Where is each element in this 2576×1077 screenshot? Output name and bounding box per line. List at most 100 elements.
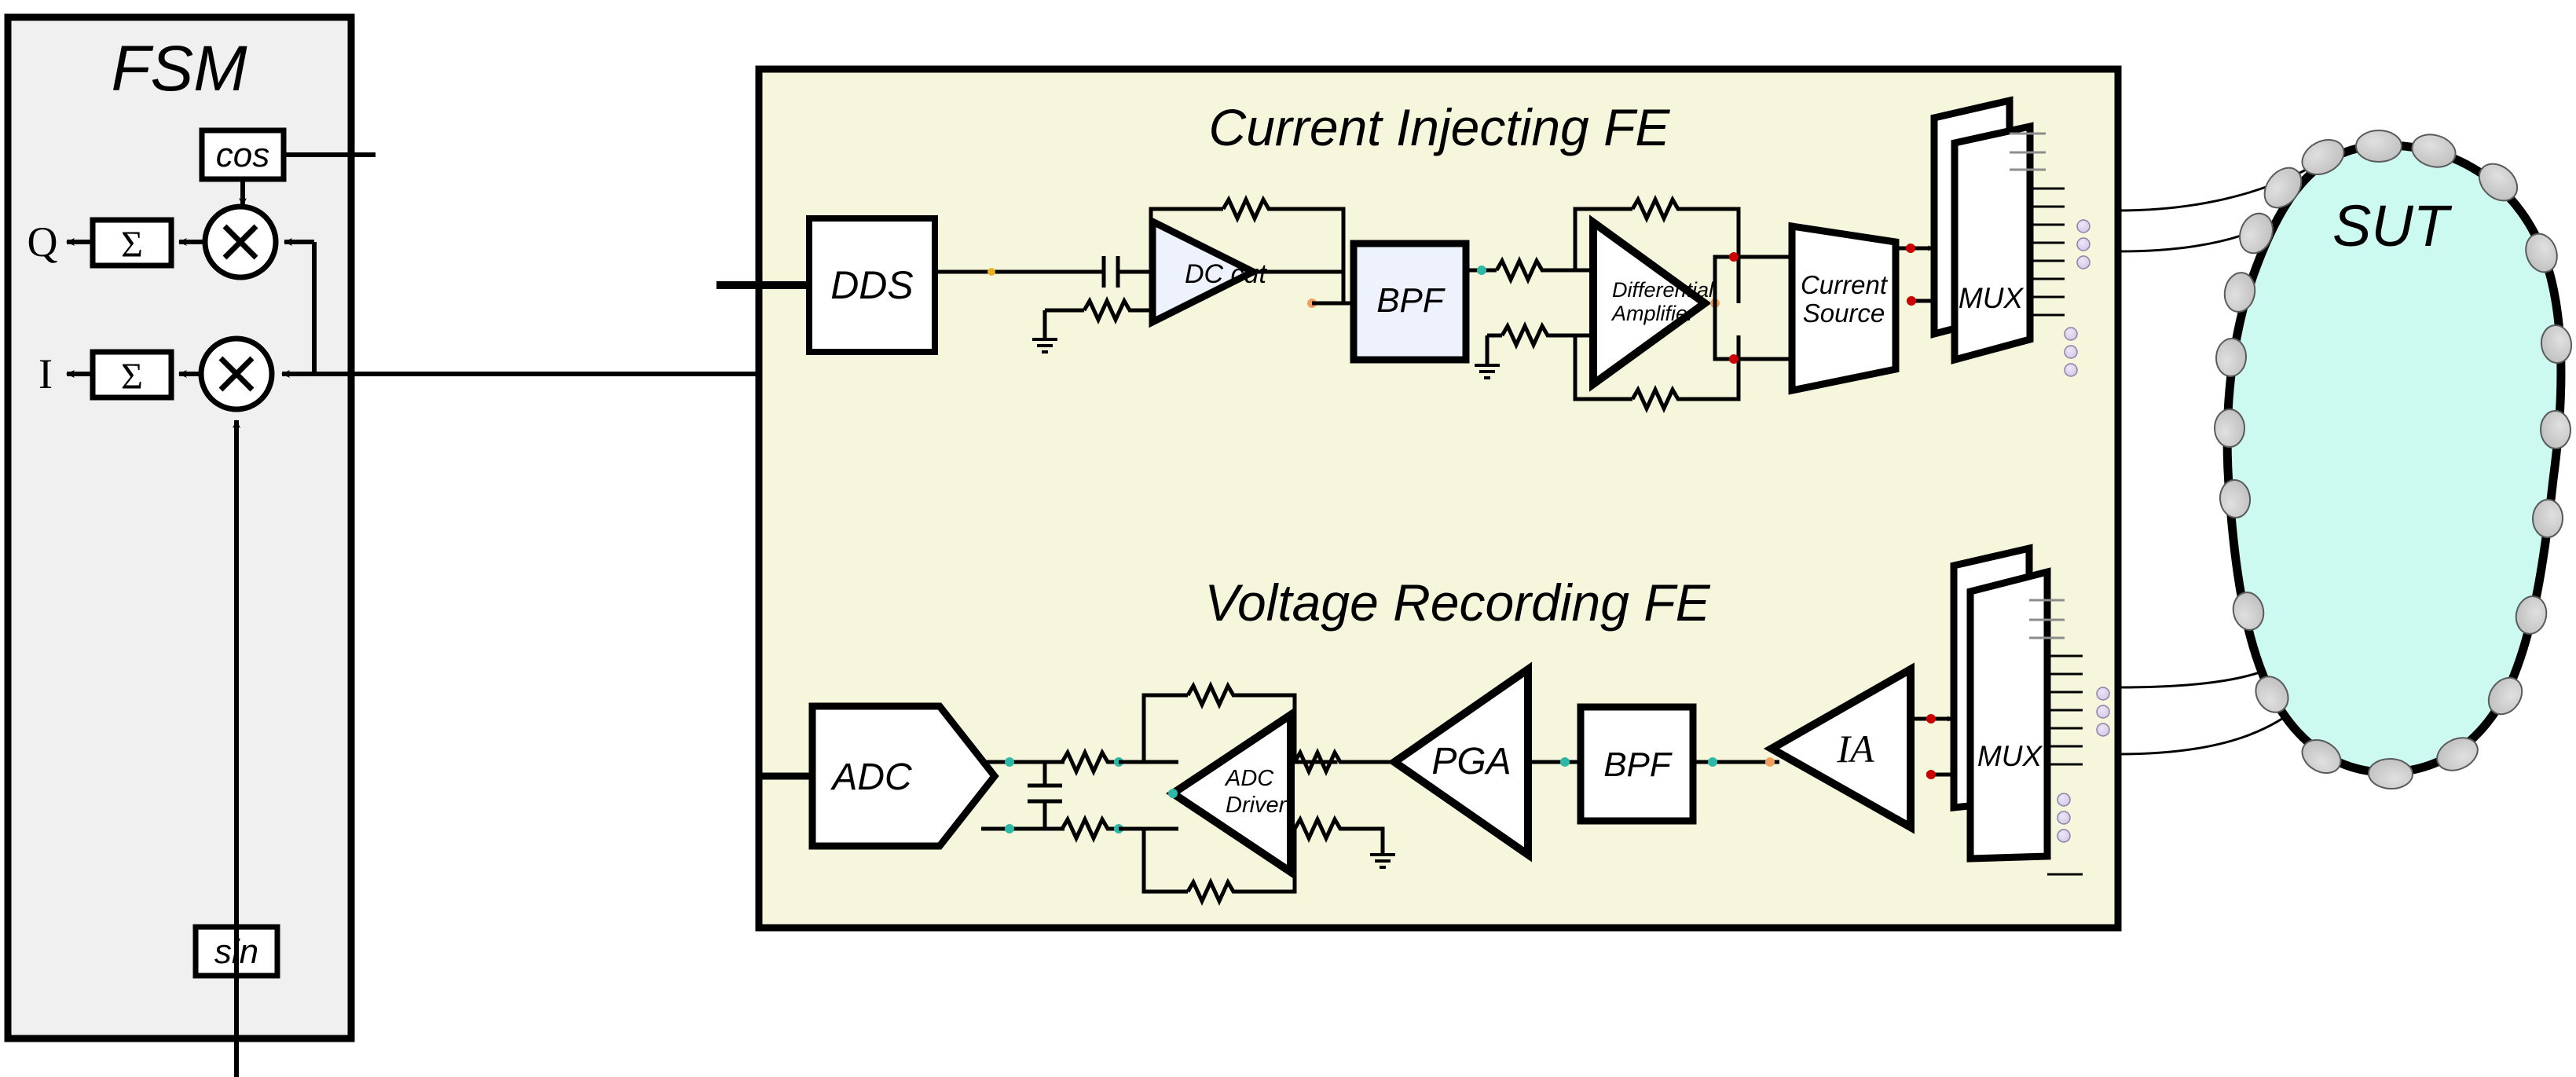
- adc-block[interactable]: ADC: [808, 702, 999, 850]
- node-driver-in: [1168, 789, 1178, 798]
- sut-label: SUT: [2332, 193, 2453, 258]
- pga-label: PGA: [1431, 741, 1511, 782]
- adc-driver-series-resistor-top: [1060, 747, 1131, 777]
- pga-ground-resistor: [1291, 814, 1395, 869]
- differential-amplifier-label-1: Differential: [1612, 278, 1714, 302]
- electrode: [2263, 167, 2303, 209]
- electrode: [2301, 739, 2342, 774]
- adc-driver-block[interactable]: ADC Driver: [1165, 707, 1295, 880]
- electrode: [2215, 338, 2248, 377]
- node-ia-out-bottom: [1926, 770, 1936, 779]
- node-adc-in-top: [1005, 757, 1014, 767]
- adc-label: ADC: [830, 756, 912, 798]
- dds-block[interactable]: DDS: [806, 215, 938, 355]
- electrode: [2478, 163, 2519, 202]
- cos-block[interactable]: cos: [199, 127, 287, 182]
- differential-amplifier[interactable]: Differential Amplifier: [1589, 214, 1714, 392]
- node-cs-out-top: [1906, 244, 1915, 253]
- adc-shunt-capacitor: [1028, 762, 1062, 829]
- sut-electrodes: [2214, 130, 2573, 790]
- mux-injecting-channels: [2030, 187, 2065, 317]
- i-sum-label: Σ: [121, 356, 143, 397]
- q-mixer[interactable]: [202, 203, 279, 280]
- current-source-label-1: Current: [1801, 270, 1889, 299]
- electrode: [2368, 757, 2413, 790]
- fsm-title: FSM: [111, 33, 247, 104]
- diffamp-feedback-top: [1573, 194, 1741, 303]
- mux-injecting-ellipsis-lower: [2064, 327, 2078, 377]
- electrode: [2411, 134, 2457, 168]
- mux-recording-channels: [2047, 654, 2083, 876]
- mux-injecting-back-channels: [2010, 132, 2046, 171]
- adc-driver-label-1: ADC: [1224, 766, 1274, 791]
- mux-label-injecting: MUX: [1959, 282, 2025, 314]
- node-bpf-out-injecting: [1477, 266, 1486, 275]
- bpf-block-recording[interactable]: BPF: [1577, 703, 1697, 825]
- diffamp-in-resistor-top: [1494, 255, 1574, 285]
- ia-label: IA: [1836, 727, 1874, 771]
- mux-label-recording: MUX: [1977, 740, 2043, 772]
- dc-block-capacitor: [1100, 256, 1147, 288]
- sut[interactable]: SUT: [2214, 130, 2574, 790]
- q-output-label: Q: [27, 218, 58, 266]
- bpf-label-injecting: BPF: [1376, 281, 1446, 320]
- electrode: [2539, 410, 2572, 449]
- ia-block[interactable]: IA: [1763, 662, 1915, 834]
- cos-label: cos: [216, 136, 269, 174]
- mux-recording-ellipsis-lower: [2057, 793, 2071, 843]
- electrode: [2255, 676, 2289, 713]
- adc-driver-label-2: Driver: [1226, 793, 1288, 818]
- dds-label: DDS: [830, 263, 914, 307]
- differential-amplifier-label-2: Amplifier: [1610, 302, 1695, 325]
- mux-injecting[interactable]: MUX: [1930, 96, 2090, 377]
- dc-cut-label: DC cut: [1185, 259, 1267, 289]
- electrode: [2540, 324, 2573, 364]
- electrode: [2531, 499, 2564, 538]
- i-output-label: I: [38, 350, 53, 397]
- mux-recording[interactable]: MUX: [1950, 544, 2110, 876]
- q-sum-block[interactable]: Σ: [90, 217, 174, 269]
- node-cs-out-bottom: [1907, 296, 1916, 306]
- voltage-recording-fe-title: Voltage Recording FE: [1204, 573, 1710, 632]
- wire-diffamp-to-cs-bottom: [1713, 303, 1807, 361]
- node-cs-in-top: [1729, 252, 1739, 262]
- bpf-label-recording: BPF: [1603, 745, 1673, 784]
- electrode: [2223, 272, 2256, 313]
- electrode: [2239, 212, 2274, 255]
- node-ia-in: [1765, 757, 1775, 767]
- mux-recording-back-channels: [2029, 599, 2065, 639]
- electrode: [2487, 676, 2523, 716]
- electrode: [2525, 233, 2558, 273]
- electrode: [2232, 592, 2265, 631]
- bpf-block-injecting[interactable]: BPF: [1350, 240, 1470, 364]
- electrode: [2214, 408, 2245, 448]
- current-injecting-fe: Current Injecting FE DDS DC cut: [716, 96, 2090, 414]
- fsm-panel: FSM cos Σ Q: [4, 13, 789, 1077]
- electrode: [2515, 595, 2548, 635]
- node-pga-out: [1560, 757, 1570, 767]
- node-dds-out: [988, 268, 995, 276]
- current-source-label-2: Source: [1803, 299, 1885, 328]
- wire-diffamp-to-cs-top: [1713, 255, 1807, 303]
- pga-input-resistor-top: [1292, 747, 1372, 777]
- q-sum-label: Σ: [121, 224, 143, 266]
- voltage-recording-fe: Voltage Recording FE ADC: [759, 544, 2110, 907]
- electrode: [2436, 737, 2479, 771]
- current-source-block[interactable]: Current Source: [1788, 222, 1900, 395]
- electrode: [2355, 130, 2402, 163]
- mux-recording-ellipsis-upper: [2096, 687, 2110, 737]
- i-sum-block[interactable]: Σ: [90, 349, 174, 401]
- dc-cut-ground-resistor: [1032, 295, 1153, 354]
- adc-driver-series-resistor-bottom: [1060, 814, 1131, 844]
- mux-injecting-ellipsis-upper: [2076, 219, 2090, 269]
- node-ia-out-top: [1926, 714, 1936, 723]
- node-cs-in-bottom: [1729, 354, 1739, 364]
- node-adc-in-bottom: [1005, 824, 1014, 833]
- pga-block[interactable]: PGA: [1387, 661, 1532, 863]
- current-injecting-fe-title: Current Injecting FE: [1209, 98, 1671, 156]
- electrode: [2301, 138, 2345, 176]
- dc-cut-amplifier[interactable]: DC cut: [1149, 215, 1267, 328]
- i-mixer[interactable]: [198, 335, 275, 412]
- node-bpf-out-recording: [1708, 757, 1717, 767]
